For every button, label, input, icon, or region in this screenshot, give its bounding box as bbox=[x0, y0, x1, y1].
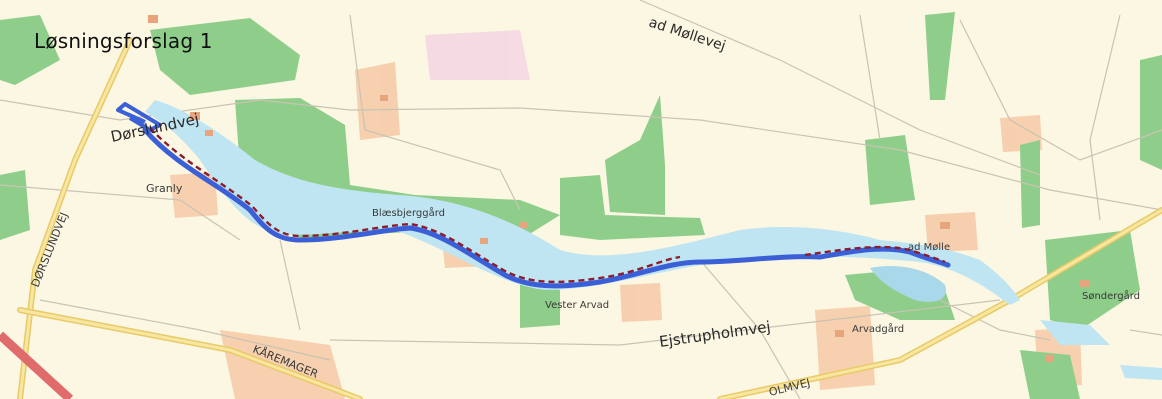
pond bbox=[870, 265, 946, 302]
proposal-dashed-line-east bbox=[804, 245, 946, 264]
forest-patch bbox=[1140, 55, 1162, 170]
pink-patch bbox=[425, 30, 530, 80]
label-arvad-molle: ad Mølle bbox=[908, 242, 950, 253]
route-loop bbox=[116, 102, 162, 132]
pond-small bbox=[1040, 320, 1110, 345]
forest-patch bbox=[605, 95, 665, 215]
farm-patch bbox=[925, 212, 978, 252]
label-arvadgard: Arvadgård bbox=[852, 322, 904, 335]
forest-patch bbox=[0, 170, 30, 240]
forest-patch bbox=[1045, 230, 1140, 330]
route-line bbox=[142, 127, 951, 289]
forest-patch bbox=[150, 18, 300, 95]
farm-patch bbox=[355, 62, 400, 140]
buildings bbox=[148, 15, 1090, 362]
forest-patch bbox=[0, 15, 60, 85]
label-sondergard: Søndergård bbox=[1082, 289, 1140, 302]
forest-patch bbox=[560, 175, 705, 240]
forest-patch bbox=[925, 12, 955, 100]
river-lake bbox=[145, 100, 1020, 305]
main-roads bbox=[17, 37, 1162, 399]
farm-patch bbox=[620, 283, 662, 322]
water-bodies bbox=[145, 100, 1162, 380]
highway bbox=[0, 331, 74, 399]
forest-patch bbox=[1020, 350, 1080, 399]
forest-patch bbox=[1020, 140, 1040, 228]
forest-patch bbox=[865, 135, 915, 205]
map-title: Løsningsforslag 1 bbox=[34, 29, 213, 53]
forest-patch bbox=[520, 280, 560, 328]
pond-small bbox=[1120, 365, 1162, 380]
label-blaesbjerggard: Blæsbjerggård bbox=[372, 206, 445, 219]
label-vester-arvad: Vester Arvad bbox=[545, 300, 609, 311]
route-overlay bbox=[116, 102, 951, 289]
label-granly: Granly bbox=[146, 182, 183, 195]
farm-patch bbox=[170, 172, 218, 218]
proposal-dashed-line bbox=[149, 127, 681, 284]
